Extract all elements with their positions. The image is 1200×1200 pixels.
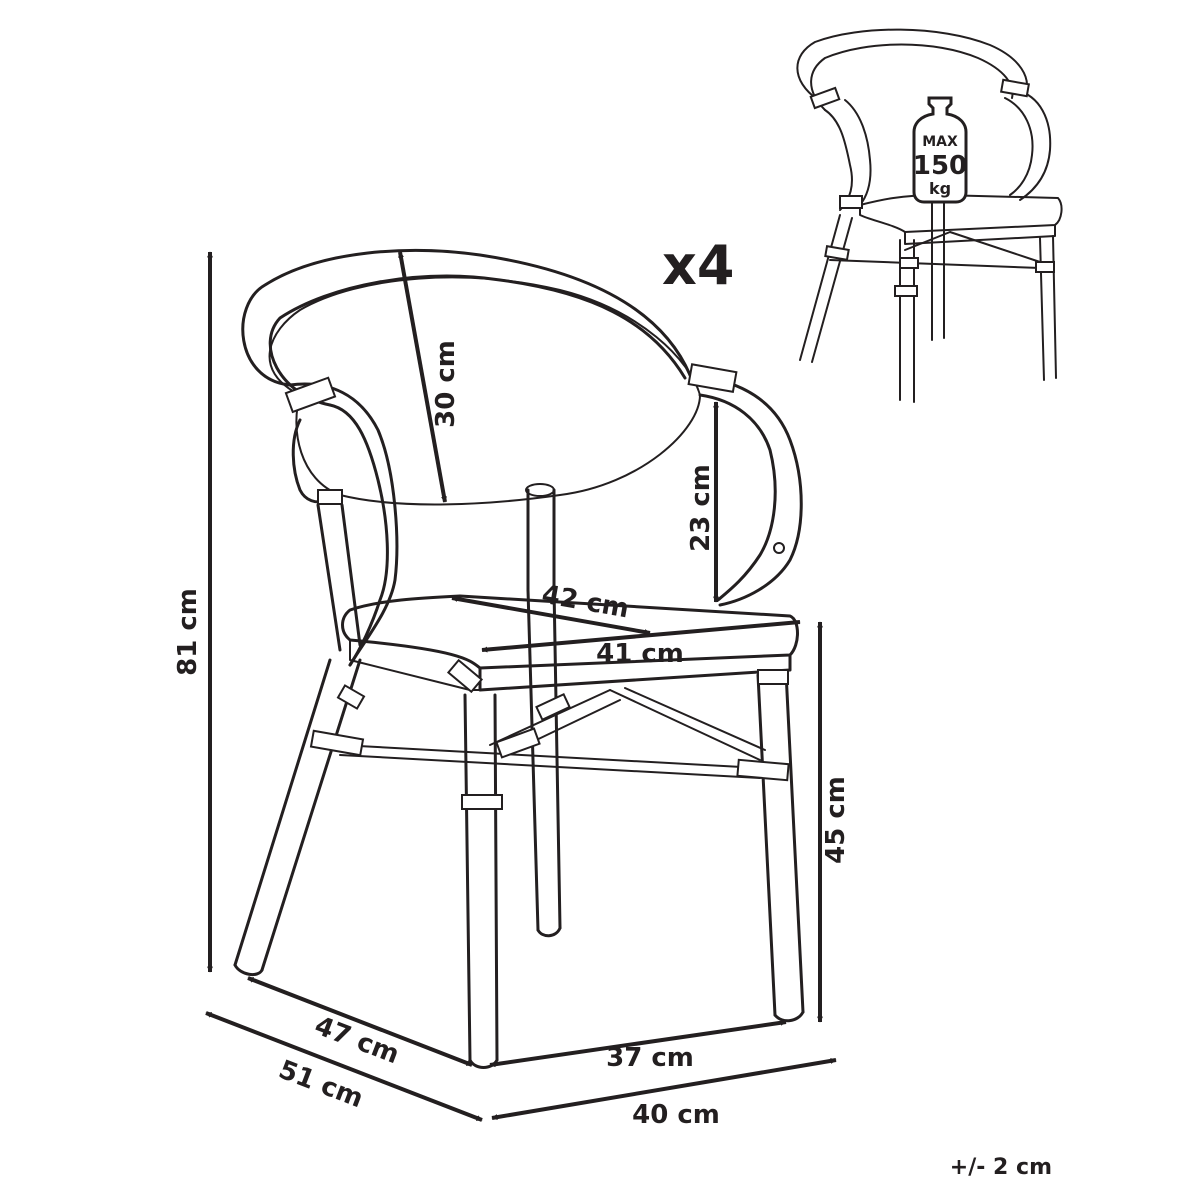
seat-height-label: 45 cm: [821, 776, 851, 864]
seat-width-label: 41 cm: [596, 639, 684, 669]
weight-value-label: 150: [913, 151, 967, 181]
armrest-height-label: 23 cm: [686, 464, 716, 552]
weight-max-label: MAX: [922, 134, 958, 150]
weight-icon: [912, 96, 968, 204]
weight-unit-label: kg: [929, 179, 951, 198]
dimension-lines: [205, 251, 837, 1122]
chair-main-illustration: [233, 248, 805, 1069]
max-weight-badge: MAX 150 kg: [912, 96, 968, 204]
total-height-label: 81 cm: [173, 588, 203, 676]
total-width-label: 40 cm: [632, 1100, 720, 1130]
tolerance-note: +/- 2 cm: [950, 1155, 1052, 1180]
total-depth-label: 51 cm: [275, 1055, 368, 1114]
backrest-height-label: 30 cm: [431, 340, 461, 428]
chair-thumbnail-illustration: [796, 28, 1063, 403]
leg-width-label: 37 cm: [606, 1043, 694, 1073]
quantity-label: x4: [662, 234, 734, 297]
